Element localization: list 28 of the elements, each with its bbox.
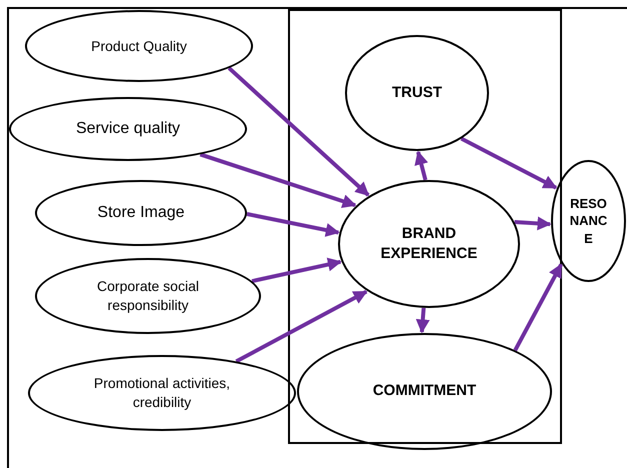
arrow [416, 308, 430, 334]
oval-node [345, 35, 489, 151]
oval-node [9, 97, 247, 161]
oval-node [297, 333, 552, 450]
oval-node [35, 258, 261, 334]
arrow [228, 66, 370, 197]
node-label: Service quality [74, 119, 182, 140]
arrow [252, 258, 342, 284]
node-label: Corporate social responsibility [96, 277, 200, 315]
node-label: Product Quality [90, 36, 188, 56]
arrow [514, 216, 552, 230]
node-label: BRAND EXPERIENCE [380, 224, 478, 264]
arrow [460, 136, 558, 190]
node-label: COMMITMENT [372, 381, 478, 402]
arrow [414, 150, 428, 181]
oval-node [338, 180, 520, 308]
oval-node [35, 180, 247, 246]
node-label: Promotional activities, credibility [92, 374, 232, 412]
oval-node [551, 160, 626, 282]
arrow [235, 290, 368, 364]
oval-node [28, 355, 296, 431]
arrow [200, 152, 356, 208]
oval-node [25, 10, 253, 82]
arrow [513, 263, 563, 352]
node-label: Store Image [96, 203, 186, 224]
node-label: TRUST [391, 82, 443, 103]
node-label: RESONANCE [568, 194, 608, 248]
arrow [246, 212, 340, 237]
